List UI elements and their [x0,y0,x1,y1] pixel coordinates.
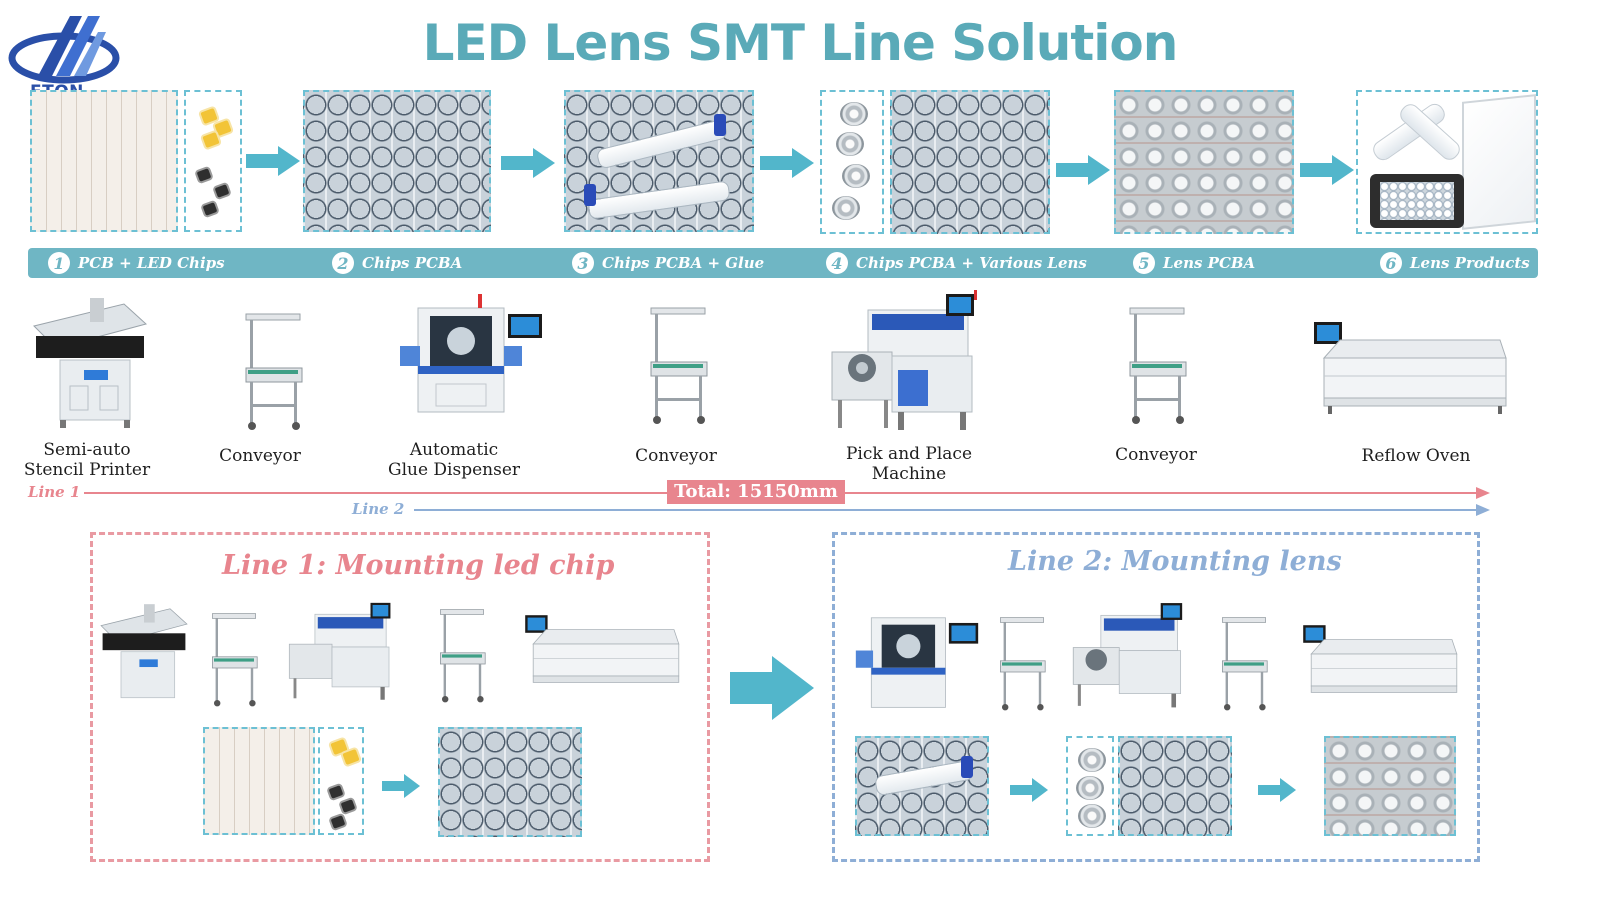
lens-pcba-image [1114,90,1294,234]
machine-label-line: Conveyor [635,446,717,466]
pcb-image [203,727,315,835]
machine-label-conveyor: Conveyor [1102,445,1210,465]
flow-arrow [501,148,557,178]
machine-label-line: Machine [871,464,947,484]
line-1-panel [90,532,710,862]
conveyor-illustration [245,313,303,430]
step-4: 4 Chips PCBA + Various Lens [826,250,1087,276]
step-1: 1 PCB + LED Chips [48,250,225,276]
step-3: 3 Chips PCBA + Glue [572,250,764,276]
eton-logo [8,16,120,84]
stencil-printer-illustration [33,298,148,428]
machine-label-line: Glue Dispenser [387,460,521,480]
machine-label-line: Stencil Printer [23,460,151,480]
step-number: 4 [826,252,848,274]
machine-label-stencil-printer: Semi-auto Stencil Printer [20,440,154,480]
step-5: 5 Lens PCBA [1133,250,1255,276]
conveyor-illustration [1129,307,1187,424]
flow-arrow [1010,778,1050,802]
lens-parts-image [820,90,884,234]
stencil-printer-illustration [100,604,188,699]
flow-arrow [1258,778,1298,802]
machine-label-pick-and-place: Pick and Place Machine [836,444,982,484]
step-label: PCB + LED Chips [78,254,225,272]
lens-pcba-image [1324,736,1456,836]
reflow-oven-illustration [525,615,680,683]
step-2: 2 Chips PCBA [332,250,462,276]
chips-pcba-image [303,90,491,232]
reflow-oven-illustration [1314,322,1507,414]
machine-label-conveyor: Conveyor [622,446,730,466]
pick-and-place-illustration [288,602,391,700]
pcb-image [30,90,178,232]
line-1-label: Line 1 [28,483,81,501]
machine-label-line: Conveyor [1115,445,1197,465]
lens-parts-image [1066,736,1114,836]
machine-label-glue-dispenser: Automatic Glue Dispenser [384,440,524,480]
flow-arrow [760,148,816,178]
flow-arrow [1056,155,1112,185]
line-2-arrow [414,504,1490,516]
machine-label-reflow-oven: Reflow Oven [1346,446,1486,466]
machine-label-conveyor: Conveyor [206,446,314,466]
conveyor-illustration [1222,617,1268,711]
pick-and-place-illustration [831,290,977,430]
step-number: 3 [572,252,594,274]
machine-label-line: Semi-auto [43,440,131,460]
step-label: Chips PCBA + Glue [602,254,765,272]
step-number: 2 [332,252,354,274]
step-label: Lens PCBA [1163,254,1256,272]
reflow-oven-illustration [1303,625,1458,693]
conveyor-illustration [440,609,486,703]
flow-arrow [1300,155,1356,185]
conveyor-illustration [1000,617,1046,711]
flow-arrow [246,146,302,176]
panel-flow-arrow [730,656,814,720]
machine-label-line: Automatic [409,440,499,460]
lens-products-image [1356,90,1538,234]
chips-pcba-glue-image [564,90,754,232]
conveyor-illustration [212,613,258,707]
step-number: 1 [48,252,70,274]
line-2-label: Line 2 [352,500,405,518]
glue-dispenser-illustration [855,617,979,708]
conveyor-illustration [650,307,708,424]
line-2-panel [832,532,1480,862]
total-length-badge: Total: 15150mm [667,480,845,504]
flow-arrow [382,774,422,798]
machine-label-line: Conveyor [219,446,301,466]
chips-pcba-lens-image [1118,736,1232,836]
chips-pcba-image [438,727,582,837]
step-6: 6 Lens Products [1380,250,1530,276]
line-2-title: Line 2: Mounting lens [1008,546,1342,577]
step-label: Chips PCBA [362,254,463,272]
glue-dispenser-illustration [400,294,542,413]
page-title: LED Lens SMT Line Solution [422,14,1179,72]
machine-label-line: Pick and Place [845,444,973,464]
led-chips-image [184,90,242,232]
step-number: 5 [1133,252,1155,274]
pick-and-place-illustration [1072,603,1183,708]
led-chips-image [318,727,364,835]
line-1-title: Line 1: Mounting led chip [222,550,615,581]
step-label: Lens Products [1410,254,1530,272]
step-label: Chips PCBA + Various Lens [856,254,1087,272]
step-number: 6 [1380,252,1402,274]
chips-pcba-lens-image [890,90,1050,234]
chips-pcba-glue-image [855,736,989,836]
machine-label-line: Reflow Oven [1361,446,1471,466]
step-bar [28,248,1538,278]
